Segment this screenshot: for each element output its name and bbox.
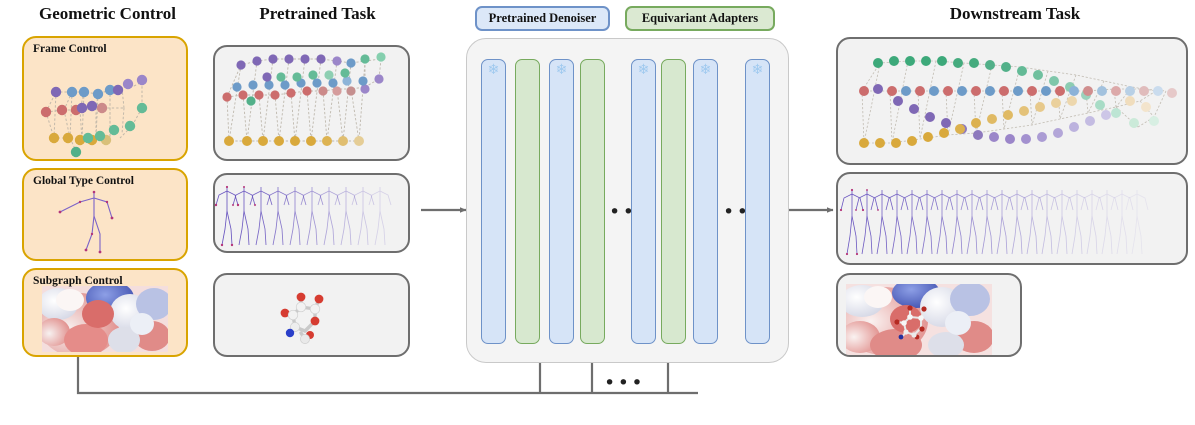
denoiser-block-3[interactable]: ❄ bbox=[631, 59, 656, 344]
control-bus-ellipsis: ••• bbox=[604, 372, 646, 394]
protein-frame-graph-figure bbox=[40, 74, 148, 158]
architecture-container: ❄ ❄ ••• ❄ ❄ ••• ❄ bbox=[466, 38, 789, 363]
geometric-control-frame-label: Frame Control bbox=[33, 43, 107, 55]
geometric-control-global-type[interactable]: Global Type Control bbox=[22, 168, 188, 261]
adapter-block-2[interactable] bbox=[580, 59, 605, 344]
adapter-block-1[interactable] bbox=[515, 59, 540, 344]
pretrained-panel-molecule[interactable] bbox=[213, 273, 410, 357]
long-peptide-chain-graph-figure bbox=[859, 56, 1177, 148]
adapter-block-3[interactable] bbox=[661, 59, 686, 344]
legend-pretrained-denoiser: Pretrained Denoiser bbox=[475, 6, 610, 31]
peptide-chain-graph-figure bbox=[222, 52, 386, 146]
snowflake-icon-3: ❄ bbox=[637, 62, 650, 78]
geometric-control-subgraph[interactable]: Subgraph Control bbox=[22, 268, 188, 357]
motion-skeleton-sequence-figure bbox=[215, 185, 392, 247]
pretrained-panel-peptide[interactable] bbox=[213, 45, 410, 161]
downstream-panel-peptide[interactable] bbox=[836, 37, 1188, 165]
snowflake-icon-1: ❄ bbox=[487, 62, 500, 78]
small-molecule-ball-stick-figure bbox=[280, 292, 324, 344]
denoiser-block-2[interactable]: ❄ bbox=[549, 59, 574, 344]
denoiser-block-5[interactable]: ❄ bbox=[745, 59, 770, 344]
page-title-downstream-task: Downstream Task bbox=[949, 4, 1081, 23]
pretrained-panel-motion[interactable] bbox=[213, 173, 410, 253]
geometric-control-frame[interactable]: Frame Control bbox=[22, 36, 188, 161]
page-title-geometric-control: Geometric Control bbox=[38, 4, 177, 23]
downstream-panel-docking[interactable] bbox=[836, 273, 1022, 357]
snowflake-icon-2: ❄ bbox=[555, 62, 568, 78]
legend-equivariant-adapters: Equivariant Adapters bbox=[625, 6, 775, 31]
page-title-pretrained-task: Pretrained Task bbox=[259, 4, 376, 23]
geometric-control-subgraph-label: Subgraph Control bbox=[33, 275, 123, 287]
protein-surface-pocket-figure bbox=[42, 286, 168, 352]
protein-ligand-docked-pocket-figure bbox=[846, 284, 992, 355]
long-motion-skeleton-sequence-figure bbox=[839, 188, 1149, 256]
downstream-panel-motion[interactable] bbox=[836, 172, 1188, 265]
snowflake-icon-5: ❄ bbox=[751, 62, 764, 78]
denoiser-block-4[interactable]: ❄ bbox=[693, 59, 718, 344]
denoiser-block-1[interactable]: ❄ bbox=[481, 59, 506, 344]
human-skeleton-pose-figure bbox=[58, 190, 114, 254]
geometric-control-global-type-label: Global Type Control bbox=[33, 175, 134, 187]
snowflake-icon-4: ❄ bbox=[699, 62, 712, 78]
